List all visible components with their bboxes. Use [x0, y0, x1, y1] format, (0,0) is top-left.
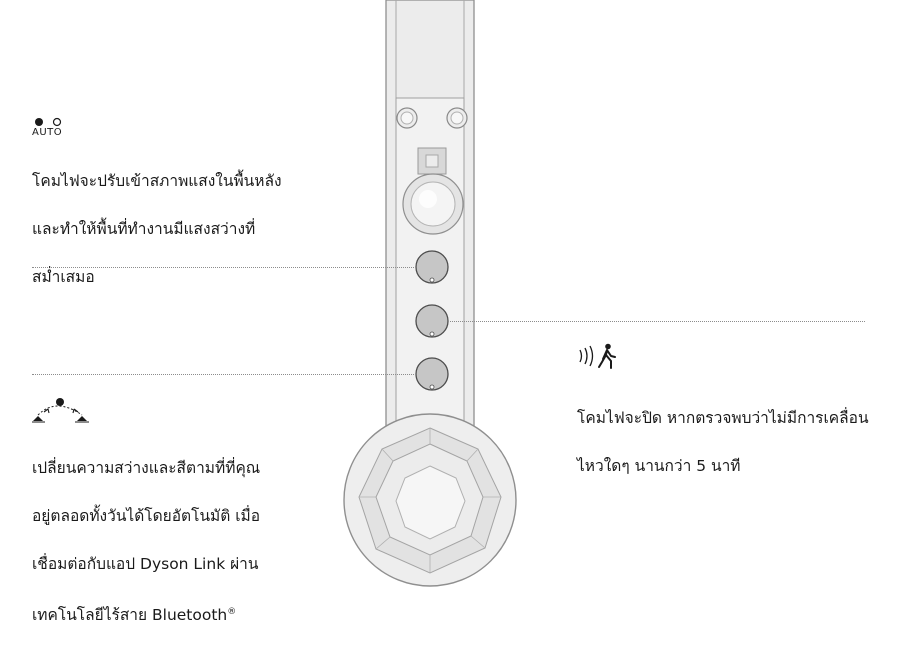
motion-leader-line — [448, 321, 865, 322]
lamp-control-panel-illustration — [343, 0, 517, 587]
auto-mode-description: โคมไฟจะปรับเข้าสภาพแสงในพื้นหลัง และทำให… — [32, 145, 332, 313]
motion-sensor-description: โคมไฟจะปิด หากตรวจพบว่าไม่มีการเคลื่อน ไ… — [577, 382, 902, 502]
motion-desc-line-1: โคมไฟจะปิด หากตรวจพบว่าไม่มีการเคลื่อน — [577, 409, 869, 427]
daylight-tracking-description: เปลี่ยนความสว่างและสีตามที่ที่คุณ อยู่ตล… — [32, 432, 332, 651]
sun-arc-icon — [32, 395, 92, 425]
screw-left — [396, 107, 418, 129]
lamp-dial — [343, 413, 517, 587]
motion-sensor-button[interactable] — [415, 304, 449, 338]
auto-mode-desc-line-1: โคมไฟจะปรับเข้าสภาพแสงในพื้นหลัง — [32, 172, 282, 190]
daylight-desc-line-2: อยู่ตลอดทั้งวันได้โดยอัตโนมัติ เมื่อ — [32, 507, 261, 525]
daylight-desc-line-4-text: เทคโนโลยีไร้สาย Bluetooth — [32, 606, 228, 625]
auto-mode-desc-line-2: และทำให้พื้นที่ทำงานมีแสงสว่างที่ — [32, 220, 256, 238]
daylight-desc-line-4: เทคโนโลยีไร้สาย Bluetooth® — [32, 600, 332, 627]
motion-desc-line-2: ไหวใดๆ นานกว่า 5 นาที — [577, 457, 741, 475]
daylight-leader-line — [32, 374, 416, 375]
motion-sensor-dome — [402, 173, 464, 235]
auto-leader-line — [32, 267, 416, 268]
auto-mode-desc-line-3: สม่ำเสมอ — [32, 268, 95, 286]
motion-sensor-walking-person-icon — [577, 343, 621, 369]
daylight-tracking-button[interactable] — [415, 357, 449, 391]
screw-right — [446, 107, 468, 129]
daylight-desc-line-1: เปลี่ยนความสว่างและสีตามที่ที่คุณ — [32, 459, 261, 477]
auto-mode-button[interactable] — [415, 250, 449, 284]
daylight-desc-line-3: เชื่อมต่อกับแอป Dyson Link ผ่าน — [32, 555, 259, 573]
trademark-symbol: ® — [227, 607, 237, 617]
ambient-light-sensor — [417, 147, 447, 175]
auto-mode-label: AUTO — [32, 127, 63, 138]
auto-mode-indicator-icon — [34, 112, 74, 127]
